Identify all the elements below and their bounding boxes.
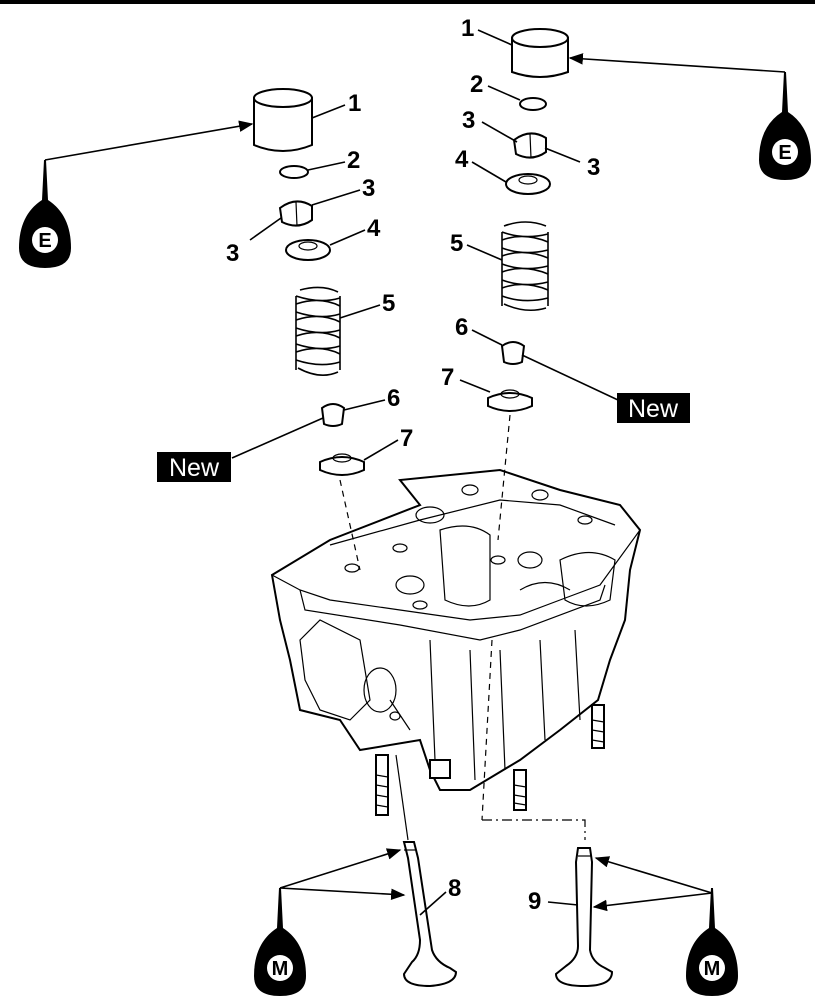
cylinder-head <box>270 414 642 841</box>
new-badge-left: New <box>157 452 231 482</box>
svg-text:New: New <box>169 454 220 482</box>
right-valve-lifter <box>511 28 569 78</box>
callout-6-right: 6 <box>455 314 468 341</box>
callout-3-left-upper: 3 <box>362 175 375 202</box>
right-lower-spring-seat <box>487 389 533 412</box>
left-valve-stem-seal <box>320 403 346 427</box>
oil-symbol-engine-oil-left: E <box>19 160 71 268</box>
callout-9: 9 <box>528 888 541 915</box>
right-valve-spring <box>501 221 549 312</box>
new-badge-right: New <box>617 393 690 423</box>
left-valve-pad <box>279 165 309 179</box>
callout-5-right: 5 <box>450 230 463 257</box>
oil-letter: E <box>778 142 791 164</box>
callout-2-right: 2 <box>470 71 483 98</box>
right-spring-retainer <box>505 173 551 195</box>
callout-labels: 1 2 3 3 4 5 6 7 1 2 3 3 4 5 6 7 8 9 <box>226 15 600 915</box>
svg-text:New: New <box>628 395 679 423</box>
right-valve-pad <box>519 97 547 111</box>
lubrication-arrows <box>44 53 786 912</box>
right-valve-stem-seal <box>500 341 526 365</box>
left-valve-spring <box>295 286 341 376</box>
oil-symbol-moly-oil-left: M <box>254 888 306 996</box>
callout-4-right: 4 <box>455 146 469 173</box>
oil-letter: M <box>704 958 721 980</box>
left-spring-retainer <box>285 239 331 261</box>
oil-symbol-engine-oil-right: E <box>759 72 811 180</box>
left-lower-spring-seat <box>319 453 365 476</box>
callout-3-right-upper: 3 <box>462 107 475 134</box>
top-border <box>0 0 815 4</box>
oil-letter: M <box>272 958 289 980</box>
callout-4-left: 4 <box>367 215 381 242</box>
callout-8: 8 <box>448 875 461 902</box>
callout-1-right: 1 <box>461 15 474 42</box>
right-valve-cotter <box>512 132 547 159</box>
callout-7-left: 7 <box>400 425 413 452</box>
callout-6-left: 6 <box>387 385 400 412</box>
exhaust-valve <box>554 847 614 988</box>
callout-2-left: 2 <box>347 147 360 174</box>
intake-valve <box>402 841 458 988</box>
callout-5-left: 5 <box>382 290 395 317</box>
callout-1-left: 1 <box>348 90 361 117</box>
oil-letter: E <box>38 230 51 252</box>
oil-symbol-moly-oil-right: M <box>686 888 738 996</box>
leader-lines <box>231 29 619 916</box>
left-valve-cotter <box>278 200 313 227</box>
callout-3-right-lower: 3 <box>587 154 600 181</box>
callout-7-right: 7 <box>441 364 454 391</box>
callout-3-left-lower: 3 <box>226 240 239 267</box>
left-valve-lifter <box>253 88 313 152</box>
